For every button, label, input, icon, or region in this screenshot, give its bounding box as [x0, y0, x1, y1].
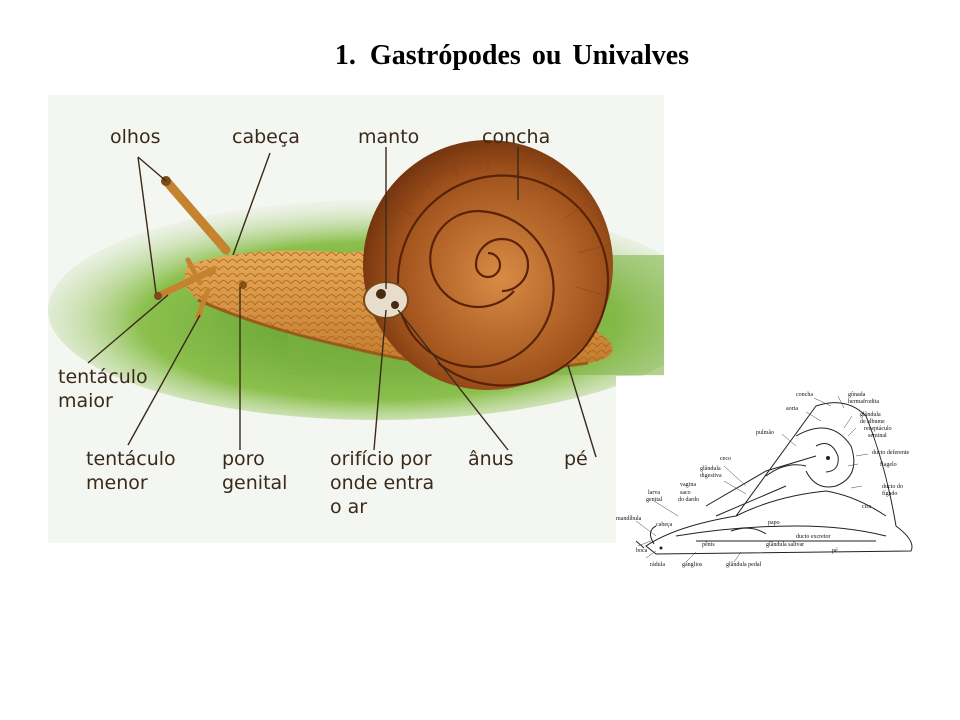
genital-pore — [239, 281, 247, 289]
anat-concha: concha — [796, 392, 813, 398]
anat-flagelo: flagelo — [880, 462, 897, 468]
label-tentaculo-menor-1: tentáculo — [86, 448, 176, 470]
tentacle-minor-1 — [195, 287, 211, 320]
snail-illustration: olhos cabeça manto concha tentáculo maio… — [48, 95, 664, 543]
anat-cabeca: cabeça — [656, 522, 673, 528]
anat-pulmao: pulmão — [756, 430, 774, 436]
tentacle-major-left — [163, 178, 231, 255]
anatomy-svg — [635, 395, 913, 563]
label-anus: ânus — [468, 448, 514, 470]
anat-mandibula: mandíbula — [616, 516, 642, 522]
label-olhos: olhos — [110, 126, 161, 148]
anat-penis: pênis — [702, 542, 715, 548]
shell-spiral — [396, 174, 610, 387]
label-cabeca: cabeça — [232, 126, 300, 148]
anat-glandula-albumen: glândula — [860, 412, 881, 418]
tentacle-major-right — [156, 266, 217, 299]
label-tentaculo-maior-1: tentáculo — [58, 366, 148, 388]
anat-ducto-figado-2: fígado — [882, 491, 898, 497]
anat-ducto-figado: ducto do — [882, 484, 903, 490]
anat-saco-2: do dardo — [678, 497, 700, 503]
anat-saco: saco — [680, 490, 691, 496]
anatomy-drawing: concha gônada hermafrodita aorta glândul… — [616, 376, 936, 580]
label-poro-1: poro — [222, 448, 265, 470]
label-poro-2: genital — [222, 472, 288, 494]
anat-seminal: seminal — [868, 433, 887, 439]
respiratory-hole — [376, 289, 386, 299]
anat-boca: boca — [636, 548, 648, 554]
eye-right — [154, 292, 162, 300]
label-tentaculo-menor-2: menor — [86, 472, 148, 494]
tentacle-minor-2 — [185, 257, 203, 286]
label-orificio-3: o ar — [330, 496, 368, 518]
anat-glandula-pedal: glândula pedal — [726, 562, 762, 568]
label-manto: manto — [358, 126, 420, 148]
anat-gonada: gônada — [848, 392, 866, 398]
label-orificio-1: orifício por — [330, 448, 432, 470]
anat-pe: pé — [832, 548, 838, 554]
title-text: Gastrópodes ou Univalves — [369, 40, 690, 71]
anat-papo: papo — [768, 520, 780, 526]
anat-glandula-digestiva-2: digestiva — [700, 473, 722, 479]
anat-glandula-salivar: glândula salivar — [766, 542, 805, 548]
anatomy-pointers — [635, 395, 869, 563]
anat-receptaculo: receptáculo — [864, 426, 892, 432]
anat-aorta: aorta — [786, 406, 798, 412]
anat-cira: cira — [862, 504, 871, 510]
label-orificio-2: onde entra — [330, 472, 435, 494]
shell-stripes — [387, 140, 609, 296]
anat-glandula-digestiva: glândula — [700, 466, 721, 472]
page-title: 1. Gastrópodes ou Univalves — [0, 40, 960, 72]
label-concha: concha — [482, 126, 551, 148]
anat-larva: larva — [648, 490, 660, 496]
anat-ducto-deferente: ducto deferente — [872, 450, 910, 456]
anatomy-detail — [659, 456, 830, 550]
leader-lines — [87, 147, 597, 458]
anat-glandula-albumen-2: de albume — [860, 419, 885, 425]
shell — [363, 140, 613, 390]
label-pe: pé — [564, 448, 588, 470]
anat-genital: genital — [646, 497, 663, 503]
anat-hermafrodita: hermafrodita — [848, 399, 879, 405]
anat-ducto-excretor: ducto excretor — [796, 534, 831, 540]
anat-radula: rádula — [650, 562, 665, 568]
label-tentaculo-maior-2: maior — [58, 390, 113, 412]
anat-ceco: ceco — [720, 456, 731, 462]
title-number: 1. — [334, 40, 356, 71]
anus-opening — [391, 301, 399, 309]
anat-ganglios: gânglios — [682, 562, 703, 568]
anatomy-lines — [635, 402, 913, 555]
snail-drawing — [48, 95, 664, 543]
anat-vagina: vagina — [680, 482, 696, 488]
